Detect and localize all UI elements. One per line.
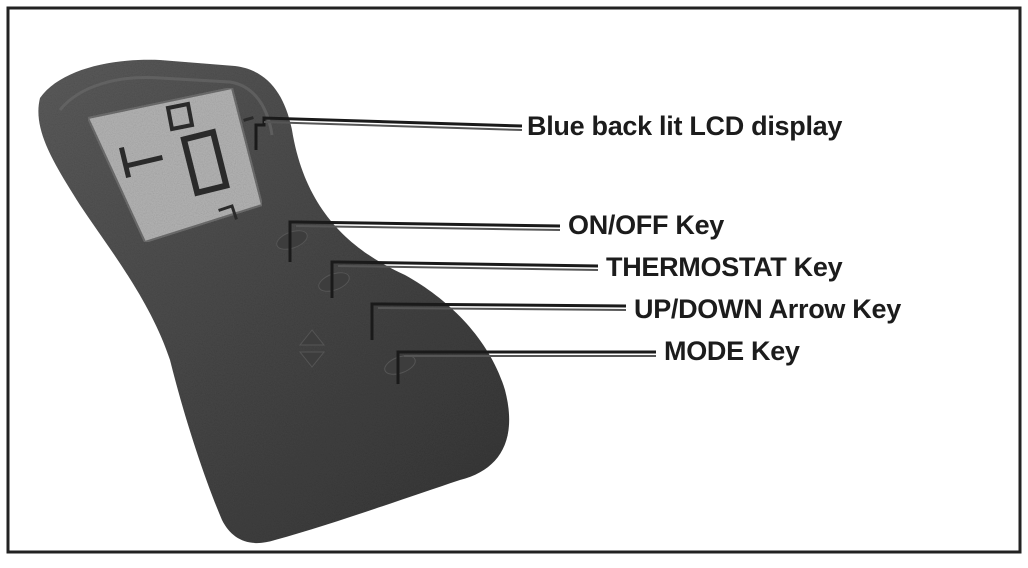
lcd-display-label: Blue back lit LCD display — [527, 113, 842, 140]
on-off-key-label: ON/OFF Key — [568, 212, 724, 239]
mode-key-label: MODE Key — [664, 338, 800, 365]
up-down-arrow-key-label: UP/DOWN Arrow Key — [634, 296, 901, 323]
thermostat-key-label: THERMOSTAT Key — [606, 254, 842, 281]
lcd-mark — [245, 118, 252, 120]
